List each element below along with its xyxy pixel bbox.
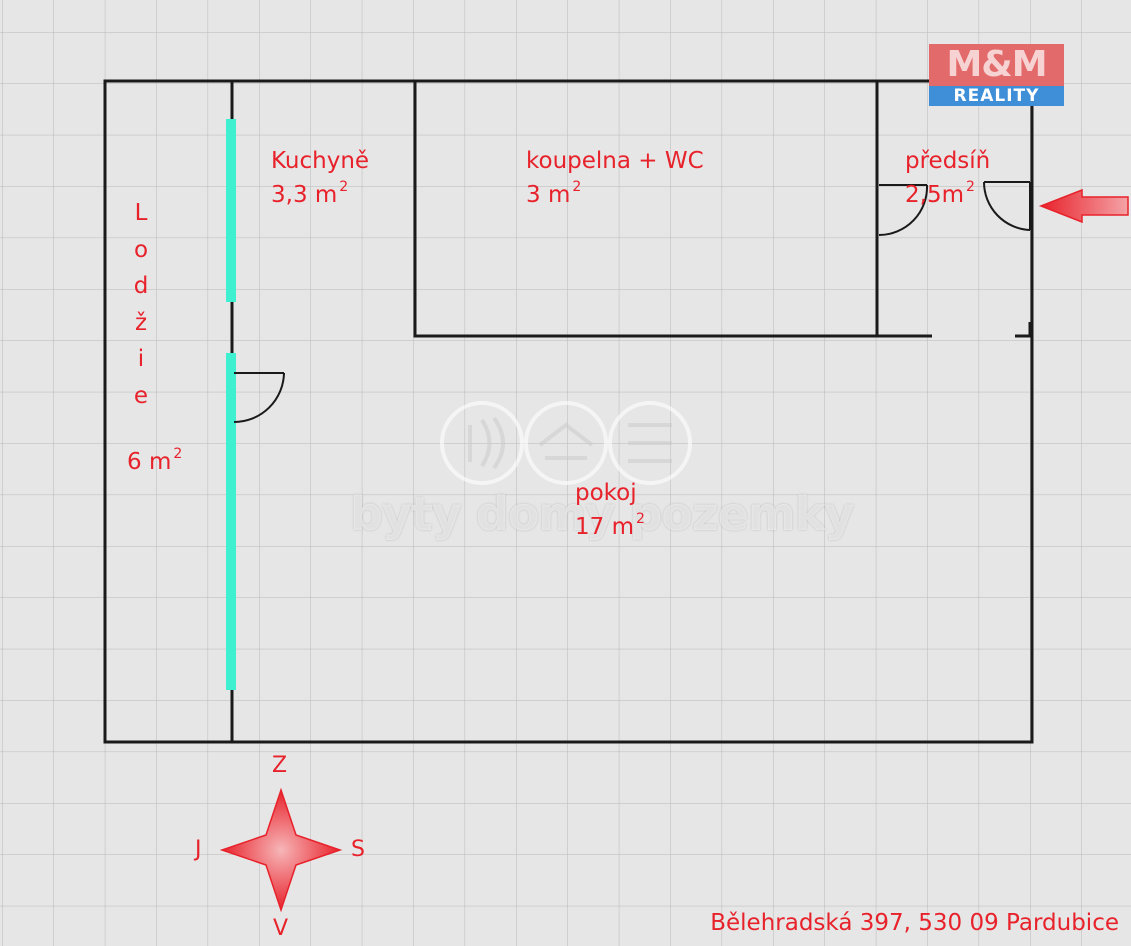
loggia-letter: d	[133, 273, 149, 299]
compass-star-icon	[219, 787, 343, 913]
loggia-letter: L	[134, 200, 148, 226]
room-area-sup: 2	[635, 511, 645, 527]
watermark-logo	[440, 401, 692, 485]
windows	[226, 119, 236, 690]
doors	[233, 181, 1031, 423]
hall-area: 2,5m	[905, 182, 964, 208]
room-name: pokoj	[575, 480, 637, 506]
loggia-label: L o d ž i e	[131, 202, 151, 421]
kitchen-area: 3,3 m	[271, 182, 338, 208]
loggia-letter: o	[133, 236, 149, 263]
hall-area-sup: 2	[965, 179, 975, 195]
compass-north-label: Z	[272, 753, 288, 778]
kitchen-name: Kuchyně	[271, 148, 370, 174]
loggia-area-sup: 2	[173, 446, 183, 462]
loggia-letter: ž	[134, 309, 148, 336]
bathroom-area: 3 m	[526, 182, 571, 208]
loggia-letter: i	[137, 346, 145, 372]
kitchen-area-sup: 2	[339, 179, 349, 195]
bathroom-name: koupelna + WC	[526, 148, 704, 174]
watermark-text: byty domy pozemky	[350, 487, 854, 541]
loggia-letter: e	[133, 382, 149, 409]
compass-east-label: S	[351, 837, 365, 862]
entrance-arrow-icon	[1038, 188, 1129, 224]
mm-reality-logo: M&M REALITY	[929, 44, 1064, 106]
hall-name: předsíň	[905, 148, 991, 174]
bathroom-area-sup: 2	[572, 179, 582, 195]
room-area: 17 m	[575, 514, 634, 540]
logo-bottom-text: REALITY	[929, 86, 1064, 106]
compass-south-label: V	[273, 916, 289, 941]
compass-west-label: J	[195, 837, 202, 862]
loggia-area: 6 m	[127, 449, 172, 475]
address: Bělehradská 397, 530 09 Pardubice	[710, 910, 1119, 936]
logo-top-text: M&M	[929, 44, 1064, 86]
